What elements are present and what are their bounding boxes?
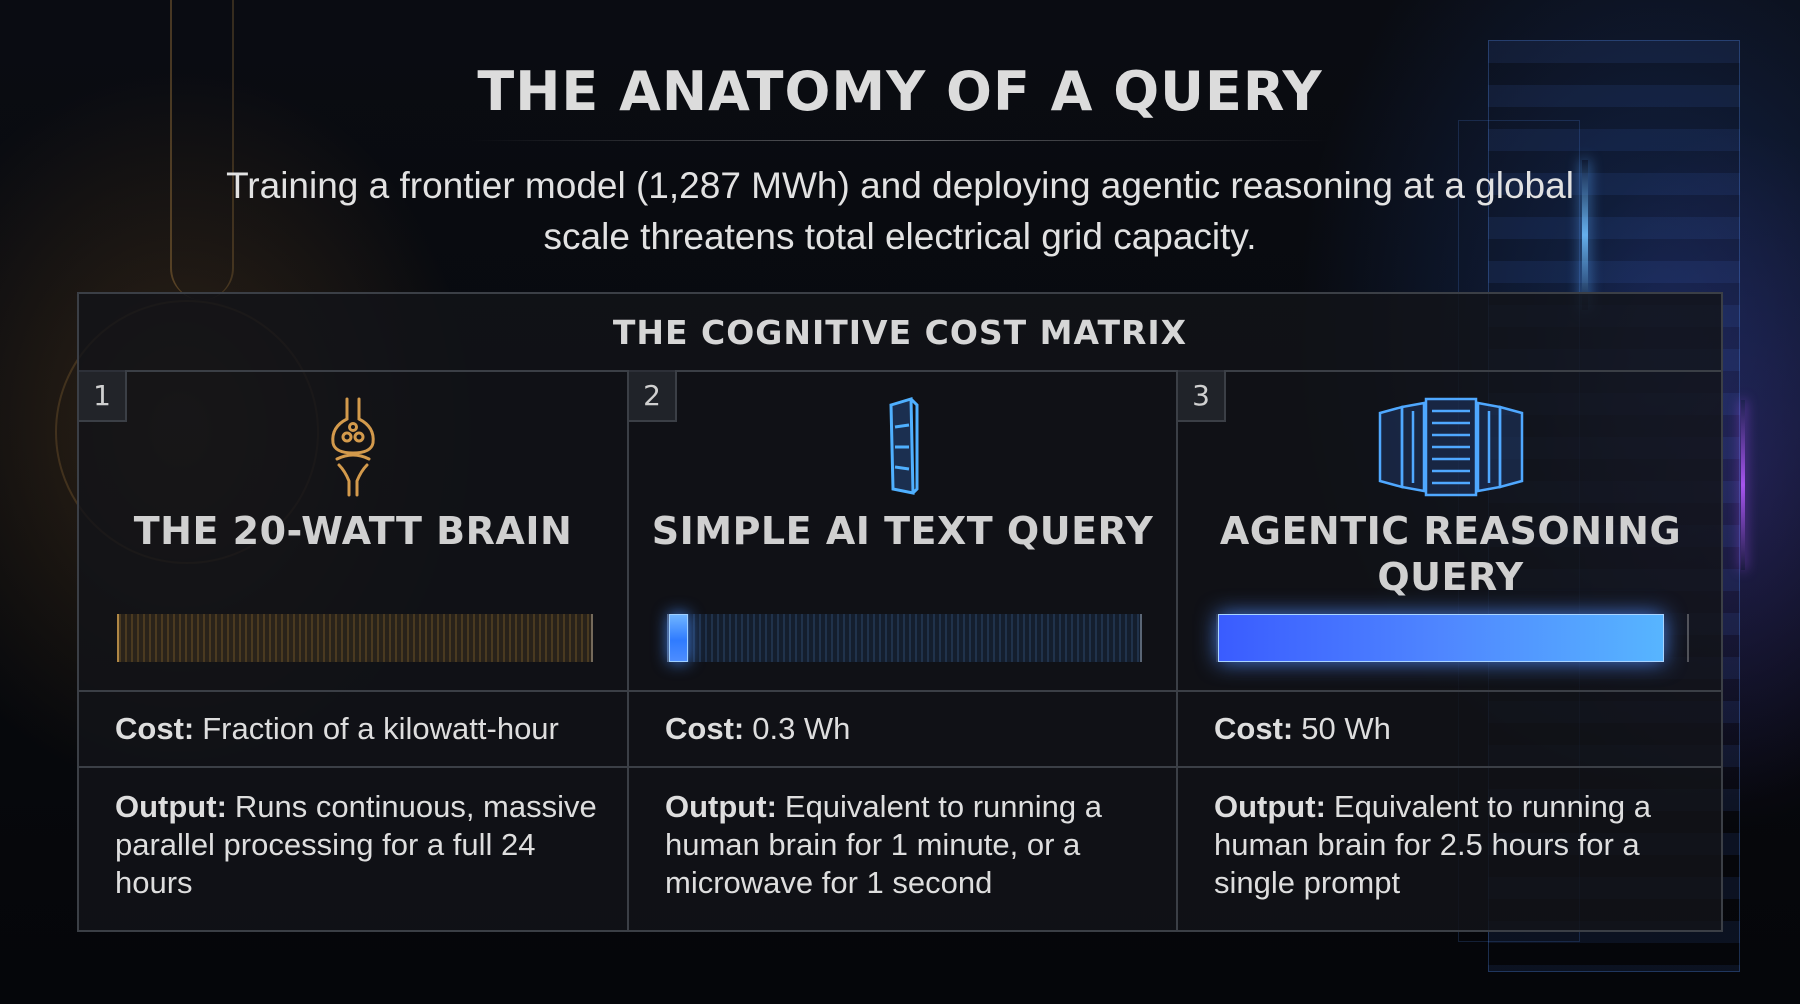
column-number: 3 [1178, 370, 1226, 422]
cost-value: Fraction of a kilowatt-hour [202, 711, 559, 746]
cost-row: Cost: Fraction of a kilowatt-hour [79, 690, 627, 768]
output-label: Output: [115, 789, 227, 824]
column-title: SIMPLE AI TEXT QUERY [651, 509, 1154, 553]
output-value: Equivalent to running a human brain for … [665, 789, 1103, 900]
server-blade-icon [629, 392, 1176, 502]
output-value: Equivalent to running a human brain for … [1214, 789, 1652, 900]
cost-matrix-panel: THE COGNITIVE COST MATRIX 1 THE 20-WATT … [77, 292, 1723, 932]
matrix-title: THE COGNITIVE COST MATRIX [79, 294, 1721, 372]
background-neuron-shape [170, 0, 234, 300]
server-rack-icon [1178, 392, 1723, 502]
energy-bar-fill [669, 614, 688, 662]
output-row: Output:Equivalent to running a human bra… [1178, 768, 1723, 902]
matrix-column-agentic-query: 3 [1176, 370, 1723, 932]
output-row: Output:Equivalent to running a human bra… [629, 768, 1176, 902]
energy-bar-track [1216, 614, 1689, 662]
neuron-synapse-icon [79, 392, 627, 502]
output-row: Output:Runs continuous, massive parallel… [79, 768, 627, 902]
cost-value: 0.3 Wh [752, 711, 851, 746]
output-label: Output: [1214, 789, 1326, 824]
cost-row: Cost: 50 Wh [1178, 690, 1723, 768]
column-title: AGENTIC REASONING QUERY [1219, 509, 1682, 599]
energy-bar-track [117, 614, 593, 662]
background-light-beam-violet [1741, 400, 1745, 570]
page-subtitle: Training a frontier model (1,287 MWh) an… [226, 165, 1574, 257]
energy-bar-track [667, 614, 1142, 662]
cost-row: Cost: 0.3 Wh [629, 690, 1176, 768]
output-label: Output: [665, 789, 777, 824]
matrix-column-brain: 1 THE 20-WATT BRAIN Cost: Fraction of a … [79, 370, 627, 932]
background-light-beam [1582, 160, 1588, 310]
page-title: THE ANATOMY OF A QUERY [477, 60, 1323, 123]
cost-label: Cost: [115, 711, 195, 746]
column-title: THE 20-WATT BRAIN [133, 509, 573, 553]
energy-bar-fill [1218, 614, 1664, 662]
column-number: 1 [79, 370, 127, 422]
column-number: 2 [629, 370, 677, 422]
title-divider [470, 140, 1330, 141]
cost-label: Cost: [1214, 711, 1294, 746]
output-value: Runs continuous, massive parallel proces… [115, 789, 597, 900]
cost-value: 50 Wh [1301, 711, 1391, 746]
cost-label: Cost: [665, 711, 745, 746]
matrix-column-simple-query: 2 SIMPLE AI TEXT QUERY Cost: 0.3 Wh Outp… [627, 370, 1176, 932]
